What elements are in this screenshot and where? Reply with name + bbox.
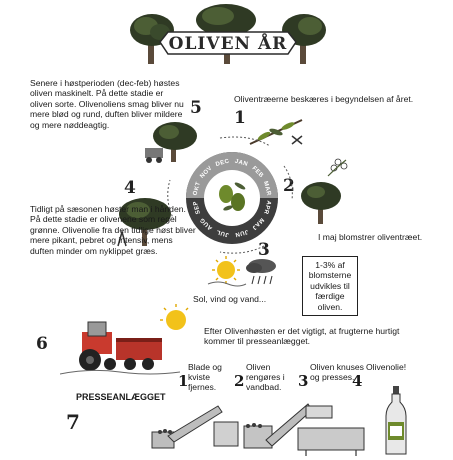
- step-5-number: 5: [190, 98, 202, 118]
- month-label-jul: JUL: [216, 228, 230, 237]
- sun-wind-rain-illustration: [207, 256, 276, 287]
- press-step-3-number: 3: [298, 372, 309, 390]
- press-step-2-text: Oliven rengøres i vandbad.: [246, 362, 285, 392]
- tree-with-harvester-illustration: [145, 122, 197, 163]
- press-machinery-illustration: [151, 403, 365, 456]
- step-6-number: 6: [36, 334, 48, 354]
- step-5-text: Senere i høstperioden (dec-feb) høstes o…: [30, 78, 184, 130]
- press-step-3-text: Oliven knuses og presses.: [310, 362, 364, 382]
- rain-cloud-icon: [246, 259, 276, 285]
- press-step-2-number: 2: [234, 372, 245, 390]
- tractor-trailer-illustration: [60, 304, 189, 375]
- press-step-1-number: 1: [178, 372, 189, 390]
- cycle-arrows: [167, 136, 293, 254]
- press-step-4-text: Olivenolie!: [366, 362, 407, 372]
- flower-percentage-box: 1-3% af blomsterne udvikles til færdige …: [302, 256, 358, 317]
- press-step-1-text: Blade og kviste fjernes.: [188, 362, 222, 392]
- step-1-number: 1: [234, 108, 246, 128]
- step-4-text: Tidligt på sæsonen høster man i hånden. …: [30, 204, 196, 256]
- conveyor-icon: [151, 403, 365, 456]
- month-label-jan: JAN: [234, 159, 249, 168]
- step-2-number: 2: [283, 176, 295, 196]
- step-3-text: Sol, vind og vand...: [193, 294, 267, 304]
- month-label-sep: SEP: [193, 200, 202, 215]
- step-3-number: 3: [258, 240, 270, 260]
- flowering-tree-illustration: [301, 158, 348, 224]
- press-step-4-number: 4: [352, 372, 363, 390]
- month-label-apr: APR: [262, 200, 272, 215]
- step-2-text: I maj blomstrer oliventræet.: [318, 232, 423, 242]
- sun-icon: [160, 304, 189, 330]
- month-label-mar: MAR: [262, 181, 272, 197]
- wind-icon: [207, 281, 247, 287]
- olives-icon: [158, 423, 262, 434]
- step-6-text: Efter Olivenhøsten er det vigtigt, at fr…: [204, 326, 400, 347]
- olive-branch-pruning-illustration: [249, 119, 303, 145]
- page-title: OLIVEN ÅR: [169, 32, 288, 54]
- olive-fruits-icon: [219, 182, 246, 211]
- month-label-jun: JUN: [234, 228, 249, 237]
- hand-harvest-tree-illustration: [117, 198, 171, 247]
- title-banner-illustration: OLIVEN ÅR: [130, 4, 326, 64]
- sun-icon: [212, 256, 240, 284]
- tractor-icon: [79, 321, 116, 371]
- step-7-number: 7: [66, 410, 80, 434]
- month-label-okt: OKT: [193, 181, 202, 196]
- trailer-icon: [116, 338, 162, 370]
- month-label-dec: DEC: [215, 158, 230, 168]
- step-4-number: 4: [124, 178, 136, 198]
- step-1-text: Oliventræerne beskæres i begyndelsen af …: [234, 94, 414, 104]
- olive-oil-bottle-icon: [385, 386, 407, 455]
- blossom-icon: [327, 158, 348, 177]
- press-plant-label: PRESSEANLÆGGET: [76, 392, 166, 402]
